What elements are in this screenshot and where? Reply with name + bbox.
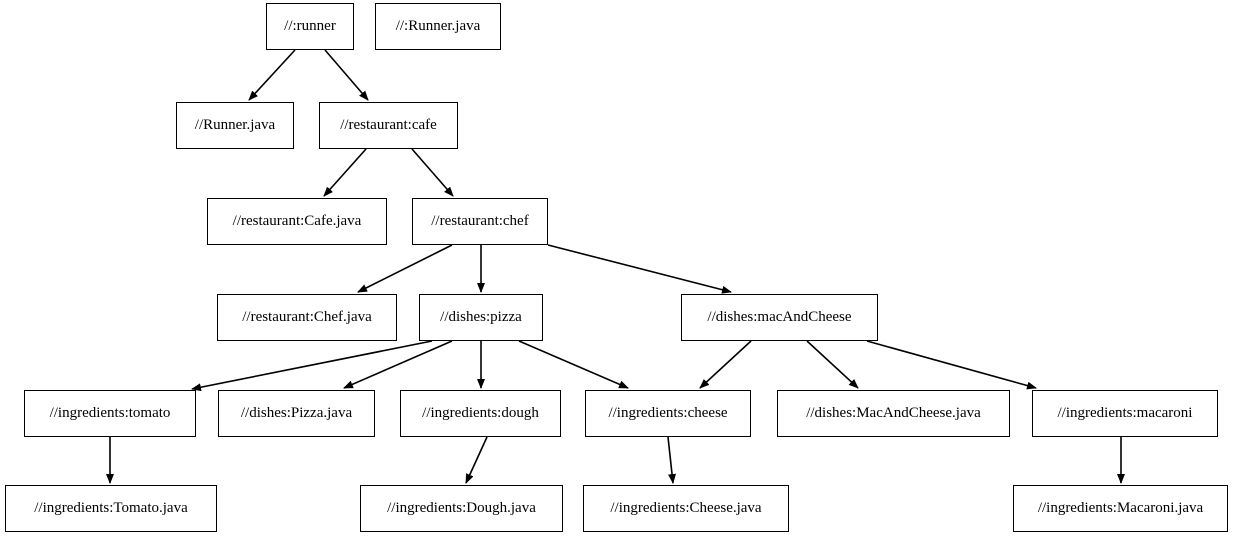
graph-node-runner[interactable]: //:runner bbox=[266, 3, 354, 50]
graph-node-ing_tomato[interactable]: //ingredients:tomato bbox=[24, 390, 196, 437]
graph-node-mac_java[interactable]: //dishes:MacAndCheese.java bbox=[777, 390, 1010, 437]
graph-node-restaurant_chef[interactable]: //restaurant:chef bbox=[412, 198, 548, 245]
graph-node-tomato_java[interactable]: //ingredients:Tomato.java bbox=[5, 485, 217, 532]
graph-node-cafe_java[interactable]: //restaurant:Cafe.java bbox=[207, 198, 387, 245]
graph-edge-ing_dough-to-dough_java bbox=[465, 436, 488, 484]
graph-node-chef_java[interactable]: //restaurant:Chef.java bbox=[217, 294, 397, 341]
graph-node-label: //ingredients:dough bbox=[422, 405, 539, 421]
graph-edge-dishes_mac-to-mac_java bbox=[806, 340, 859, 389]
graph-edge-restaurant_cafe-to-cafe_java bbox=[323, 148, 367, 197]
graph-node-root_runner_java[interactable]: //:Runner.java bbox=[375, 3, 501, 50]
graph-node-label: //:runner bbox=[284, 18, 336, 34]
graph-node-cheese_java[interactable]: //ingredients:Cheese.java bbox=[583, 485, 789, 532]
graph-node-ing_dough[interactable]: //ingredients:dough bbox=[400, 390, 561, 437]
graph-node-label: //ingredients:Macaroni.java bbox=[1037, 500, 1204, 516]
graph-edge-dishes_pizza-to-ing_cheese bbox=[518, 340, 629, 389]
graph-node-label: //restaurant:Chef.java bbox=[242, 309, 372, 325]
graph-node-macaroni_java[interactable]: //ingredients:Macaroni.java bbox=[1013, 485, 1228, 532]
graph-node-dishes_pizza[interactable]: //dishes:pizza bbox=[419, 294, 543, 341]
graph-edge-runner-to-restaurant_cafe bbox=[324, 49, 369, 101]
graph-edge-dishes_pizza-to-pizza_java bbox=[343, 340, 453, 389]
graph-node-label: //:Runner.java bbox=[395, 18, 481, 34]
graph-node-label: //ingredients:Tomato.java bbox=[34, 500, 188, 516]
graph-node-label: //dishes:macAndCheese bbox=[707, 309, 852, 325]
graph-node-label: //dishes:pizza bbox=[440, 309, 522, 325]
graph-edge-restaurant_chef-to-chef_java bbox=[357, 244, 453, 293]
graph-node-label: //ingredients:tomato bbox=[49, 405, 171, 421]
graph-node-dough_java[interactable]: //ingredients:Dough.java bbox=[360, 485, 563, 532]
graph-edge-dishes_mac-to-ing_macaroni bbox=[866, 340, 1037, 390]
graph-node-label: //Runner.java bbox=[194, 117, 276, 133]
graph-node-label: //ingredients:macaroni bbox=[1057, 405, 1193, 421]
graph-node-label: //ingredients:Dough.java bbox=[387, 500, 536, 516]
graph-node-label: //restaurant:cafe bbox=[340, 117, 437, 133]
graph-node-pizza_java[interactable]: //dishes:Pizza.java bbox=[218, 390, 375, 437]
graph-edge-dishes_pizza-to-ing_tomato bbox=[191, 340, 433, 392]
graph-node-ing_macaroni[interactable]: //ingredients:macaroni bbox=[1032, 390, 1218, 437]
graph-node-label: //restaurant:Cafe.java bbox=[232, 213, 362, 229]
graph-node-restaurant_cafe[interactable]: //restaurant:cafe bbox=[319, 102, 458, 149]
graph-node-label: //ingredients:cheese bbox=[608, 405, 728, 421]
graph-edge-ing_cheese-to-cheese_java bbox=[667, 436, 677, 484]
graph-node-ing_cheese[interactable]: //ingredients:cheese bbox=[585, 390, 751, 437]
graph-node-label: //dishes:Pizza.java bbox=[240, 405, 353, 421]
graph-node-label: //ingredients:Cheese.java bbox=[610, 500, 762, 516]
graph-node-label: //dishes:MacAndCheese.java bbox=[806, 405, 981, 421]
graph-node-runner_java[interactable]: //Runner.java bbox=[176, 102, 294, 149]
graph-edge-runner-to-runner_java bbox=[248, 49, 296, 101]
graph-edge-restaurant_cafe-to-restaurant_chef bbox=[411, 148, 454, 197]
graph-node-dishes_mac[interactable]: //dishes:macAndCheese bbox=[681, 294, 878, 341]
graph-edge-restaurant_chef-to-dishes_mac bbox=[547, 244, 732, 294]
graph-node-label: //restaurant:chef bbox=[431, 213, 529, 229]
graph-edge-dishes_mac-to-ing_cheese bbox=[699, 340, 752, 389]
